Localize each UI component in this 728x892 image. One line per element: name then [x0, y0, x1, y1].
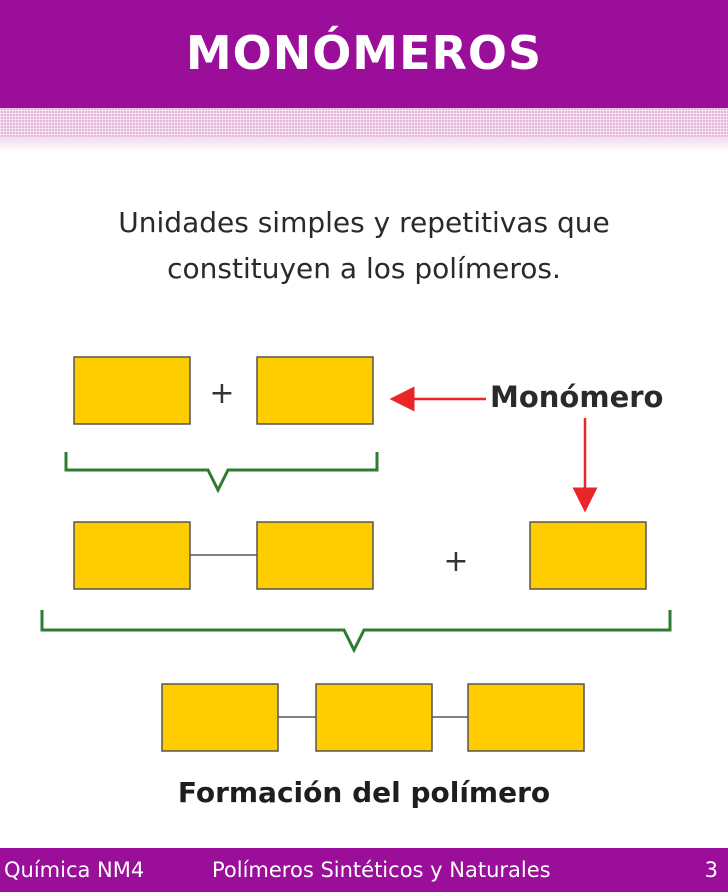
plus-sign-row1: + — [209, 376, 234, 411]
monomer-box-row2-b — [256, 521, 374, 590]
footer-bar: Química NM4 Polímeros Sintéticos y Natur… — [0, 848, 728, 892]
plus-sign-row2: + — [443, 544, 468, 579]
footer-course: Química NM4 — [4, 858, 145, 882]
decorative-stripe — [0, 108, 728, 138]
bracket-small — [64, 452, 379, 494]
polymer-box-a — [161, 683, 279, 752]
header-bar: MONÓMEROS — [0, 0, 728, 108]
monomer-box-row2-c — [529, 521, 647, 590]
polymer-box-b — [315, 683, 433, 752]
monomer-box-row2-a — [73, 521, 191, 590]
page-title: MONÓMEROS — [185, 26, 543, 80]
definition-line-1: Unidades simples y repetitivas que — [118, 206, 610, 239]
bracket-large — [40, 610, 672, 654]
definition-line-2: constituyen a los polímeros. — [167, 252, 561, 285]
polymer-formation-diagram: + Monómero + Formación del polímero — [40, 356, 672, 809]
monomer-box-row1-b — [256, 356, 374, 425]
footer-page-number: 3 — [704, 858, 718, 882]
polymer-caption: Formación del polímero — [178, 776, 550, 809]
monomer-label: Monómero — [490, 380, 663, 414]
decorative-stripe-fade — [0, 138, 728, 152]
polymer-box-c — [467, 683, 585, 752]
monomer-box-row1-a — [73, 356, 191, 425]
definition-text: Unidades simples y repetitivas que const… — [40, 200, 688, 292]
footer-topic: Polímeros Sintéticos y Naturales — [212, 858, 551, 882]
